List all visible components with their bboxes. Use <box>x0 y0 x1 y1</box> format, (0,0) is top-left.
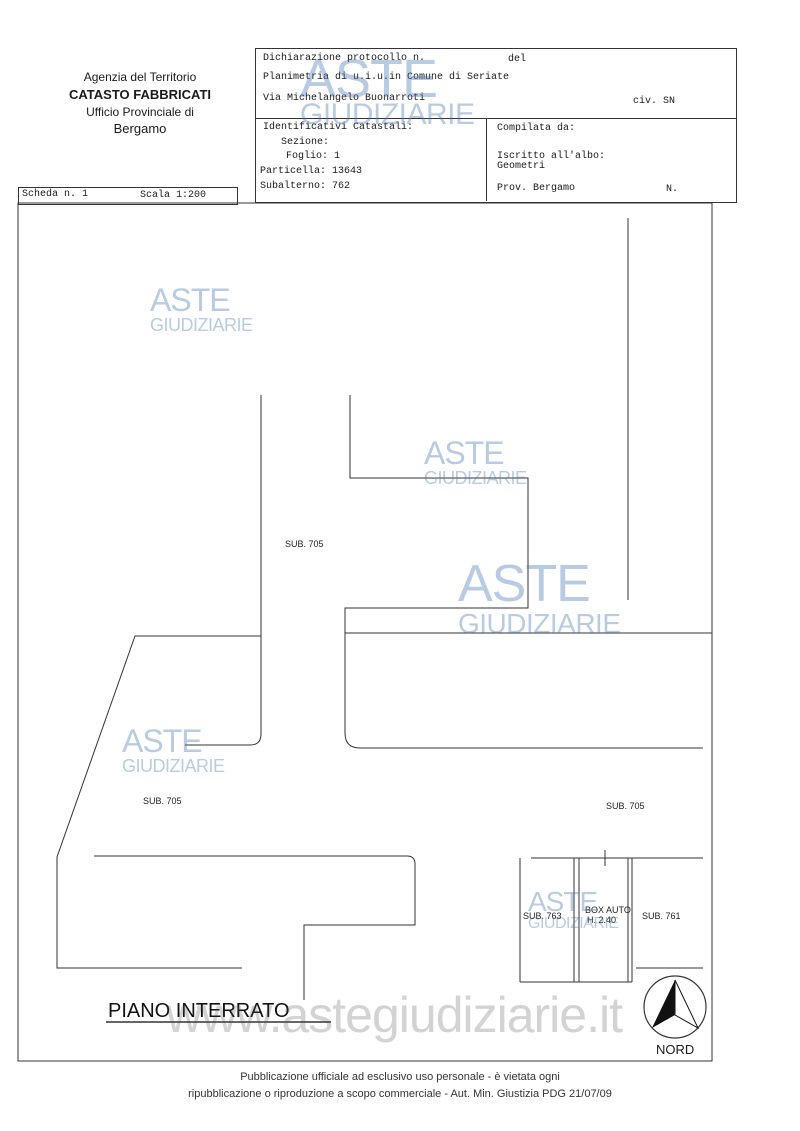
lower-block-wall <box>94 855 416 1000</box>
scheda-box <box>18 187 238 205</box>
watermark-left: ASTE GIUDIZIARIE <box>122 723 225 776</box>
watermark-upper-left: ASTE GIUDIZIARIE <box>150 282 253 335</box>
central-notch-wall <box>344 395 703 749</box>
sub-761-label: SUB. 761 <box>642 911 681 921</box>
watermark-box: ASTE GIUDIZIARIE <box>528 886 619 932</box>
header-divider <box>255 118 736 119</box>
agency-name: Agenzia del Territorio <box>83 70 197 84</box>
address-label: Via Michelangelo Buonarroti <box>263 93 426 104</box>
scheda-number: Scheda n. 1 <box>22 189 89 200</box>
n-label: N. <box>666 184 679 195</box>
box-auto-label: BOX AUTO <box>585 905 631 915</box>
header-column-divider <box>486 118 487 201</box>
planimetria-label: Planimetria di u.i.u.in Comune di Seriat… <box>263 72 510 83</box>
left-diagonal-wall <box>56 635 261 969</box>
scheda-scale: Scala 1:200 <box>140 190 207 201</box>
prov-label: Prov. Bergamo <box>497 183 576 194</box>
agency-office: Ufficio Provinciale di <box>86 105 194 119</box>
watermark-header: ASTE GIUDIZIARIE <box>300 49 475 131</box>
sub-705-label-left: SUB. 705 <box>143 796 182 806</box>
identificativi-label: Identificativi Catastali: <box>263 122 414 133</box>
left-block-wall <box>185 395 262 746</box>
floor-title: PIANO INTERRATO <box>108 1000 290 1022</box>
agency-block: Agenzia del Territorio CATASTO FABBRICAT… <box>50 70 230 136</box>
geometri-label: Geometri <box>497 161 546 172</box>
plan-frame <box>17 202 713 1062</box>
north-arrow-icon <box>643 975 707 1039</box>
sezione-label: Sezione: <box>281 137 330 148</box>
iscritto-label: Iscritto all'albo: <box>497 151 606 162</box>
watermark-large: ASTE GIUDIZIARIE <box>458 555 621 639</box>
agency-city: Bergamo <box>113 121 167 136</box>
north-label: NORD <box>656 1042 695 1057</box>
footer-line-2: ripubblicazione o riproduzione a scopo c… <box>188 1088 612 1100</box>
sub-705-label-top: SUB. 705 <box>285 539 324 549</box>
sub-763-label: SUB. 763 <box>523 911 562 921</box>
del-label: del <box>508 54 527 65</box>
footer-line-1: Pubblicazione ufficiale ad esclusivo uso… <box>240 1071 560 1083</box>
foglio-label: Foglio: 1 <box>286 151 341 162</box>
protocol-label: Dichiarazione protocollo n. <box>263 53 426 64</box>
compilata-label: Compilata da: <box>497 123 576 134</box>
subalterno-label: Subalterno: 762 <box>260 181 351 192</box>
civ-label: civ. SN <box>633 96 676 107</box>
watermark-center: ASTE GIUDIZIARIE <box>424 435 527 488</box>
watermark-url: www.astegiudiziarie.it <box>166 987 623 1043</box>
sub-705-label-right: SUB. 705 <box>606 801 645 811</box>
box-height-label: H. 2.40 <box>587 915 617 925</box>
particella-label: Particella: 13643 <box>260 166 363 177</box>
agency-dept: CATASTO FABBRICATI <box>68 87 212 102</box>
